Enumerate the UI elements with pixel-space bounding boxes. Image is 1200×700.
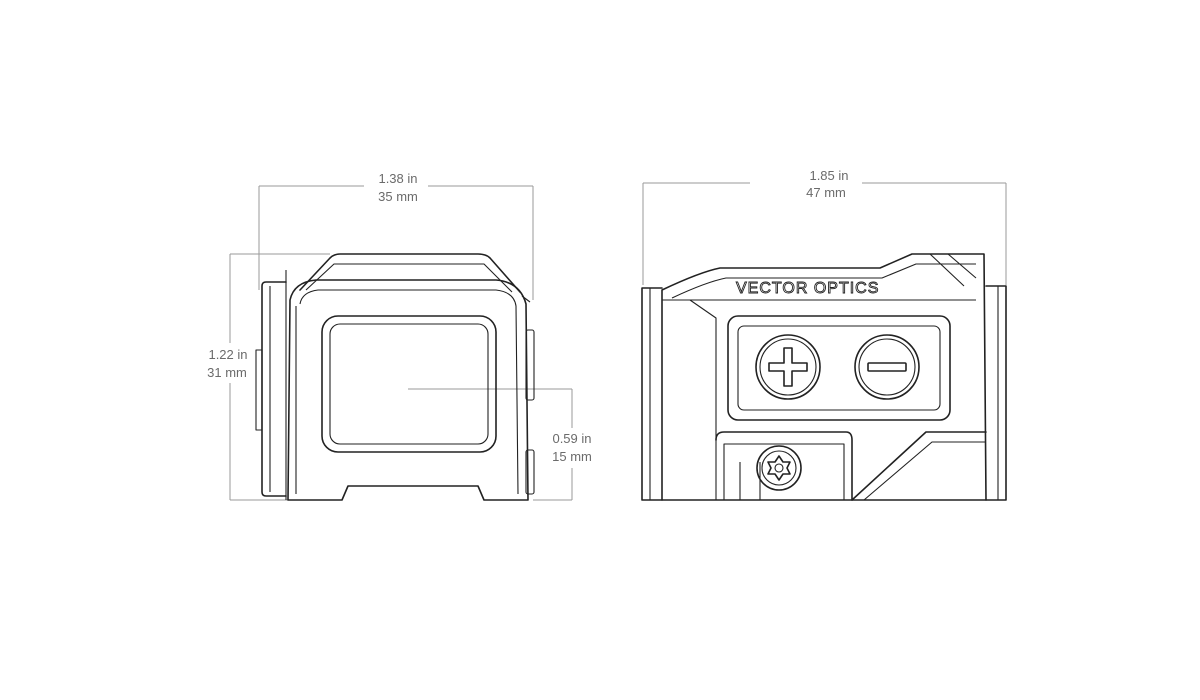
front-housing bbox=[255, 253, 535, 501]
side-length-dimension: 1.85 in 47 mm bbox=[642, 168, 1007, 285]
front-width-metric: 35 mm bbox=[378, 189, 418, 204]
front-width-imperial: 1.38 in bbox=[378, 171, 417, 186]
front-height-metric: 31 mm bbox=[207, 365, 247, 380]
front-view: 1.38 in 35 mm 1.22 in 31 mm 0.59 in 15 m… bbox=[207, 171, 592, 501]
plus-button[interactable] bbox=[755, 334, 821, 400]
side-housing: VECTOR OPTICS bbox=[641, 253, 1007, 501]
mounting-screw bbox=[756, 445, 802, 491]
side-view: 1.85 in 47 mm VECTOR OPTICS bbox=[641, 168, 1007, 501]
front-height-dimension: 1.22 in 31 mm bbox=[207, 253, 330, 501]
front-window-metric: 15 mm bbox=[552, 449, 592, 464]
side-length-metric: 47 mm bbox=[806, 185, 846, 200]
front-lens-window bbox=[321, 315, 497, 453]
front-height-imperial: 1.22 in bbox=[208, 347, 247, 362]
button-panel bbox=[727, 315, 951, 421]
front-width-dimension: 1.38 in 35 mm bbox=[258, 171, 534, 300]
front-window-imperial: 0.59 in bbox=[552, 431, 591, 446]
brand-logo: VECTOR OPTICS bbox=[736, 280, 879, 297]
minus-button[interactable] bbox=[854, 334, 920, 400]
front-window-height-dimension: 0.59 in 15 mm bbox=[408, 388, 592, 501]
side-length-imperial: 1.85 in bbox=[809, 168, 848, 183]
torx-icon bbox=[767, 455, 791, 481]
plus-icon bbox=[768, 347, 808, 387]
minus-icon bbox=[867, 362, 907, 372]
